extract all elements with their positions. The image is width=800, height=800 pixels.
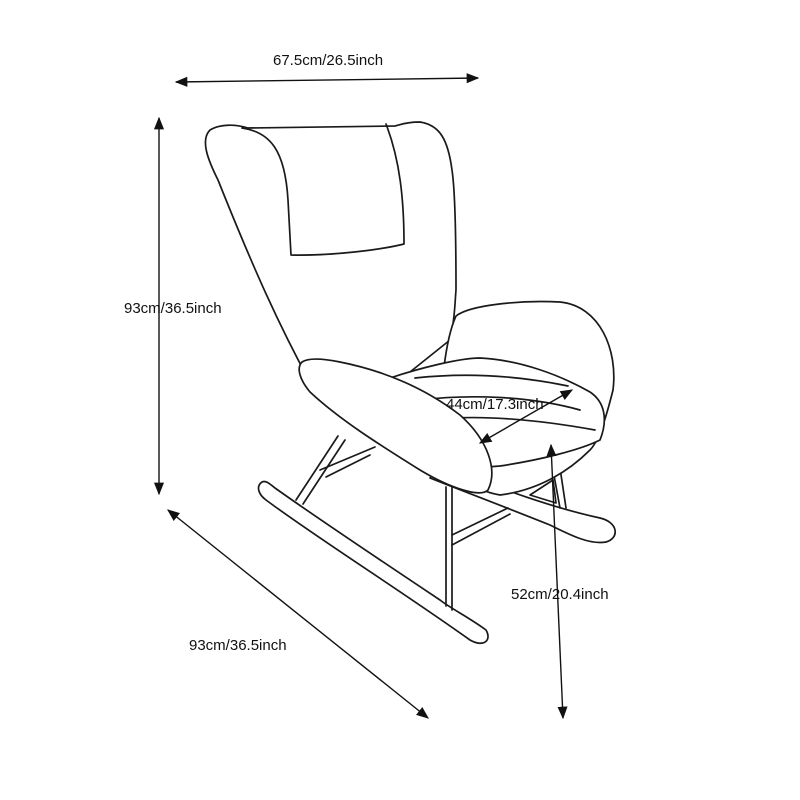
chair-body <box>204 121 615 496</box>
dimension-lines <box>153 73 574 720</box>
seat-height-arrow <box>546 443 568 720</box>
seat-depth-label: 44cm/17.3inch <box>446 396 544 413</box>
seat-depth-arrow <box>478 389 574 444</box>
length-label: 93cm/36.5inch <box>189 637 287 654</box>
width-label: 67.5cm/26.5inch <box>273 52 384 69</box>
width-arrow <box>174 73 480 87</box>
seat-height-label: 52cm/20.4inch <box>511 586 609 603</box>
height-label: 93cm/36.5inch <box>124 300 222 317</box>
length-arrow <box>167 509 429 719</box>
